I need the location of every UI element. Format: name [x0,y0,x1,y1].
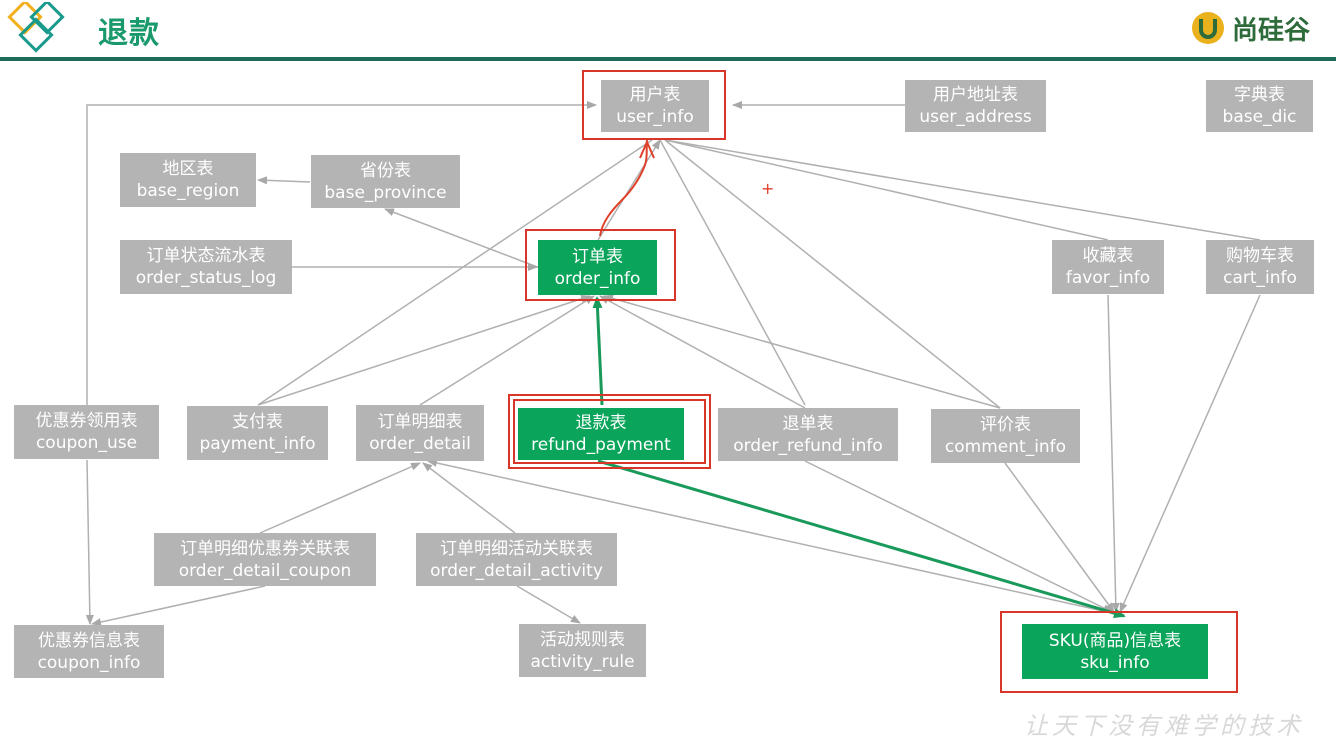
brand-name: 尚硅谷 [1231,15,1310,46]
table-node-order-detail-coupon[interactable]: 订单明细优惠券关联表 order_detail_coupon [154,533,376,586]
table-node-base-dic[interactable]: 字典表 base_dic [1206,80,1313,132]
edge-cart-to-sku [1119,294,1261,613]
node-en-label: payment_info [199,434,316,454]
edge-refund-to-sku [597,459,1126,618]
edge-order-refund-to-user-info [659,139,806,406]
node-en-label: sku_info [1080,652,1150,673]
node-cn-label: 订单状态流水表 [146,246,266,266]
node-en-label: order_info [554,268,641,289]
edge-comment-to-user-info [664,139,1001,409]
edge-payment-to-order-info [257,295,591,406]
edge-order-refund-to-sku [804,460,1113,613]
edge-coupon-use-to-user-info [86,101,597,405]
page-title: 退款 [98,16,160,51]
node-cn-label: 收藏表 [1082,246,1134,266]
edge-order-info-to-province [384,208,541,269]
node-cn-label: 订单表 [572,246,623,267]
edge-favor-to-user-info [664,139,1109,241]
table-node-base-province[interactable]: 省份表 base_province [311,155,460,208]
node-cn-label: 用户表 [629,85,681,105]
table-node-refund-payment[interactable]: 退款表 refund_payment [518,408,684,460]
node-cn-label: 用户地址表 [933,85,1018,105]
node-en-label: base_province [324,182,447,203]
table-node-user-info[interactable]: 用户表 user_info [601,80,709,132]
node-en-label: favor_info [1065,268,1151,288]
node-cn-label: 地区表 [162,159,214,179]
table-node-user-address[interactable]: 用户地址表 user_address [905,80,1046,132]
node-en-label: coupon_use [35,433,138,453]
node-en-label: cart_info [1223,268,1297,288]
node-en-label: base_dic [1222,107,1297,127]
edge-favor-to-sku [1107,294,1120,613]
node-cn-label: 省份表 [360,160,411,181]
edge-detail-activity-to-activity-rule [516,585,581,624]
table-node-order-refund-info[interactable]: 退单表 order_refund_info [718,408,898,461]
brand-logo: 尚硅谷 [1190,10,1310,46]
table-node-activity-rule[interactable]: 活动规则表 activity_rule [519,624,646,677]
watermark-slogan: 让天下没有难学的技术 [1024,712,1304,740]
table-node-comment-info[interactable]: 评价表 comment_info [931,409,1080,463]
node-en-label: order_detail_coupon [178,560,352,581]
header-divider [0,57,1336,61]
table-node-order-status-log[interactable]: 订单状态流水表 order_status_log [120,240,292,294]
edge-cart-to-user-info [664,139,1261,241]
edge-comment-to-sku [1004,462,1115,613]
node-cn-label: 订单明细表 [377,412,463,432]
slide-header: 退款 尚硅谷 [0,0,1336,62]
node-en-label: comment_info [944,437,1067,457]
node-en-label: activity_rule [530,651,635,672]
node-en-label: base_region [136,181,240,201]
edge-detail-activity-to-order-detail [422,462,516,534]
table-node-order-detail-activity[interactable]: 订单明细活动关联表 order_detail_activity [416,533,617,586]
node-cn-label: 订单明细活动关联表 [440,538,593,559]
brand-u-icon [1191,12,1224,44]
table-node-payment-info[interactable]: 支付表 payment_info [187,406,328,460]
node-cn-label: 评价表 [980,415,1031,435]
node-en-label: coupon_info [37,652,141,673]
node-cn-label: 字典表 [1234,85,1285,105]
table-node-order-info[interactable]: 订单表 order_info [538,240,657,295]
table-node-favor-info[interactable]: 收藏表 favor_info [1052,240,1164,294]
edge-coupon-use-to-coupon-info [85,459,94,625]
node-cn-label: 退单表 [782,413,834,434]
edge-sku-to-order-detail [427,459,1113,614]
edge-order-info-to-user-info [597,139,661,241]
table-node-sku-info[interactable]: SKU(商品)信息表 sku_info [1022,624,1208,679]
node-cn-label: 优惠券领用表 [35,411,138,431]
node-cn-label: 优惠券信息表 [38,630,140,651]
table-node-base-region[interactable]: 地区表 base_region [120,153,256,207]
edge-province-to-region [257,176,311,185]
node-en-label: order_refund_info [733,435,883,456]
table-node-order-detail[interactable]: 订单明细表 order_detail [356,405,484,461]
handdrawn-annotation [599,139,655,237]
edge-order-detail-to-order-info [419,295,595,406]
edge-refund-to-order-info [592,296,604,406]
table-node-coupon-use[interactable]: 优惠券领用表 coupon_use [14,405,159,459]
node-cn-label: 购物车表 [1226,246,1294,266]
table-node-coupon-info[interactable]: 优惠券信息表 coupon_info [14,625,164,678]
node-en-label: user_info [616,107,694,127]
node-en-label: refund_payment [531,435,671,455]
edge-order-refund-to-order-info [599,295,806,409]
edge-payment-to-user-info [257,139,653,406]
node-en-label: user_address [919,107,1032,127]
node-en-label: order_detail [369,434,471,454]
diamond-logo-icon [7,2,65,53]
node-cn-label: SKU(商品)信息表 [1048,630,1182,651]
edge-detail-coupon-to-order-detail [259,462,421,534]
table-node-cart-info[interactable]: 购物车表 cart_info [1206,240,1314,294]
node-cn-label: 订单明细优惠券关联表 [180,538,350,559]
node-cn-label: 退款表 [575,413,627,433]
node-cn-label: 活动规则表 [540,629,625,650]
edge-detail-coupon-to-coupon-info [91,585,266,626]
node-cn-label: 支付表 [232,412,283,432]
edge-comment-to-order-info [603,294,1001,409]
node-en-label: order_status_log [135,268,277,288]
annotation-plus-mark: + [761,179,774,198]
node-en-label: order_detail_activity [430,560,603,581]
